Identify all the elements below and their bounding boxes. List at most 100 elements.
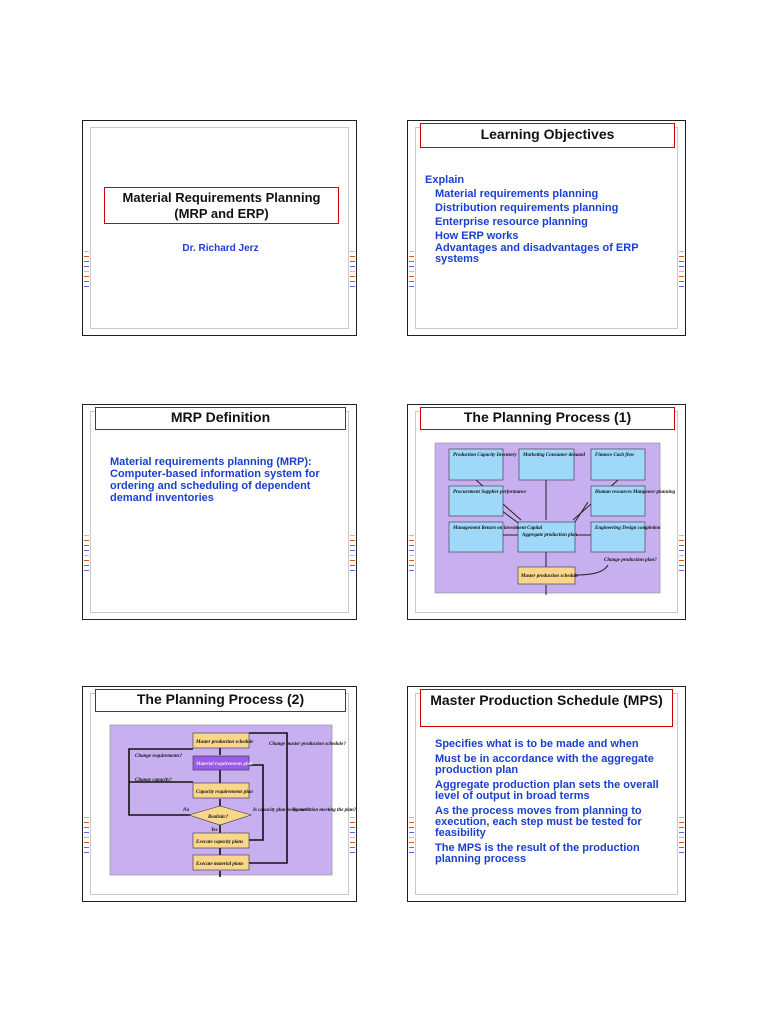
change-label: Change production plan? (604, 558, 657, 563)
slide-edge-stripes (409, 535, 414, 575)
stripe-line (350, 550, 355, 551)
stripe-line (409, 550, 414, 551)
stripe-line (350, 261, 355, 262)
stripe-line (409, 837, 414, 838)
slide-edge-stripes (679, 251, 684, 291)
slide-edge-stripes (84, 251, 89, 291)
stripe-line (679, 570, 684, 571)
stripe-line (84, 560, 89, 561)
management-box (448, 521, 504, 553)
exec-mat-box (192, 854, 250, 871)
stripe-line (679, 281, 684, 282)
mps-box (192, 732, 250, 749)
slide-edge-stripes (84, 535, 89, 575)
stripe-line (84, 540, 89, 541)
realistic-diamond (187, 805, 253, 826)
stripe-line (350, 842, 355, 843)
realistic-label: Realistic? (208, 815, 229, 820)
engineering-box (590, 521, 646, 553)
stripe-line (350, 266, 355, 267)
slide-edge-stripes (679, 535, 684, 575)
slide-edge-stripes (350, 535, 355, 575)
slide-edge-stripes (679, 817, 684, 857)
stripe-line (409, 570, 414, 571)
stripe-line (84, 832, 89, 833)
list-item: How ERP works (435, 230, 519, 242)
stripe-line (350, 832, 355, 833)
stripe-line (679, 842, 684, 843)
stripe-line (409, 560, 414, 561)
stripe-line (409, 251, 414, 252)
stripe-line (84, 256, 89, 257)
stripe-line (679, 852, 684, 853)
stripe-line (84, 281, 89, 282)
stripe-line (350, 251, 355, 252)
slide-edge-stripes (350, 251, 355, 291)
author-name: Dr. Richard Jerz (182, 243, 259, 254)
production-box (448, 448, 504, 481)
list-item: Advantages and disadvantages of ERP syst… (435, 242, 639, 265)
crp-label: Capacity requirements plan (196, 790, 253, 795)
stripe-line (679, 827, 684, 828)
stripe-line (350, 852, 355, 853)
slide-title: MRP Definition (95, 407, 346, 430)
stripe-line (409, 852, 414, 853)
crp-box (192, 782, 250, 799)
stripe-line (84, 266, 89, 267)
stripe-line (679, 276, 684, 277)
stripe-line (409, 822, 414, 823)
stripe-line (409, 286, 414, 287)
stripe-line (350, 256, 355, 257)
definition-text: Material requirements planning (MRP): Co… (110, 456, 320, 504)
mrp-label: Material requirements plan (195, 762, 253, 767)
exec-mat-label: Execute material plans (195, 862, 244, 867)
stripe-line (409, 281, 414, 282)
slide-title: Master Production Schedule (MPS) (420, 689, 673, 727)
stripe-line (679, 535, 684, 536)
planning-process-diagram-2: Master production schedule Material requ… (109, 724, 356, 877)
planning-process-diagram-1: Production Capacity Inventory Marketing … (434, 442, 676, 595)
aggregate-box (517, 521, 576, 553)
stripe-line (409, 545, 414, 546)
list-item: Must be in accordance with the aggregate… (435, 753, 654, 776)
mrp-box (192, 755, 250, 771)
management-label: Management Return on investment Capital (452, 526, 543, 531)
stripe-line (679, 286, 684, 287)
yes-label: Yes (211, 828, 218, 833)
stripe-line (409, 540, 414, 541)
no-label: No (182, 808, 190, 813)
slide-6: Master Production Schedule (MPS) Specifi… (407, 686, 686, 902)
slide-4: The Planning Process (1) Production (407, 404, 686, 620)
stripe-line (679, 271, 684, 272)
objectives-list: Explain Material requirements planning D… (425, 173, 665, 265)
stripe-line (84, 852, 89, 853)
slide-title: The Planning Process (1) (420, 407, 675, 430)
stripe-line (350, 817, 355, 818)
stripe-line (409, 276, 414, 277)
change-cap-label: Change capacity? (135, 778, 172, 783)
stripe-line (84, 550, 89, 551)
stripe-line (679, 560, 684, 561)
stripe-line (84, 842, 89, 843)
stripe-line (84, 276, 89, 277)
stripe-line (409, 847, 414, 848)
mps-list: Specifies what is to be made and when Mu… (435, 739, 671, 865)
stripe-line (350, 276, 355, 277)
stripe-line (84, 555, 89, 556)
mps-box (517, 566, 576, 585)
change-mps-label: Change master production schedule? (269, 742, 346, 747)
procurement-label: Procurement Supplier performance (453, 490, 527, 495)
stripe-line (84, 822, 89, 823)
slide-title: The Planning Process (2) (95, 689, 346, 712)
stripe-line (409, 261, 414, 262)
stripe-line (409, 271, 414, 272)
stripe-line (350, 271, 355, 272)
mps-label: Master production schedule (195, 740, 254, 745)
stripe-line (409, 256, 414, 257)
stripe-line (84, 837, 89, 838)
stripe-line (350, 555, 355, 556)
stripe-line (679, 256, 684, 257)
slide-5: The Planning Process (2) Master producti… (82, 686, 357, 902)
stripe-line (679, 540, 684, 541)
hr-box (590, 485, 646, 517)
